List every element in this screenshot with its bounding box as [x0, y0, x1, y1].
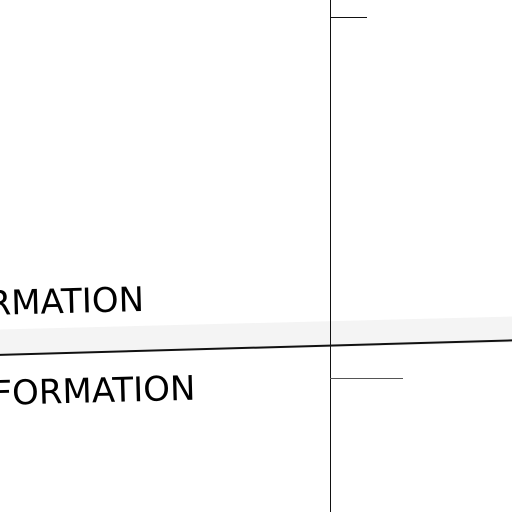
lower-heading-text: FORMATION: [0, 368, 196, 414]
vertical-rule: [330, 0, 331, 512]
middle-tick-mark: [330, 378, 403, 379]
top-tick-mark: [330, 17, 367, 18]
shaded-band: [0, 315, 512, 356]
upper-heading-text: RMATION: [0, 279, 145, 324]
